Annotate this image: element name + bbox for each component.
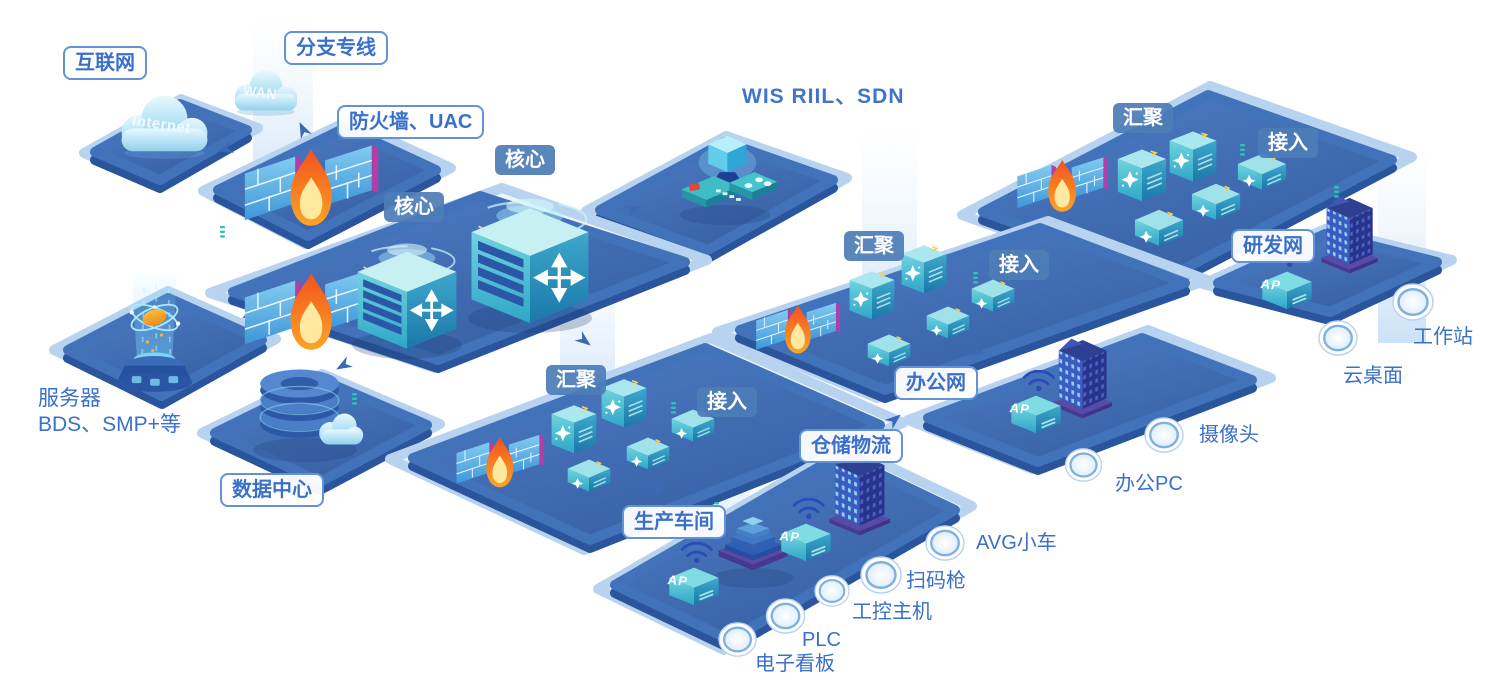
servers-label-line2: BDS、SMP+等	[38, 413, 181, 436]
ap-label: AP	[1259, 276, 1283, 293]
endpoint-ring-icon	[717, 621, 758, 658]
endpoint-label-avg: AVG小车	[976, 532, 1057, 554]
aggregation-switch-icon	[1116, 148, 1168, 203]
ellipsis-dots-icon	[1334, 186, 1339, 198]
agg-tag: 汇聚	[546, 365, 606, 395]
endpoint-label-kanban: 电子看板	[755, 653, 835, 675]
building-icon	[1321, 196, 1378, 274]
rnd-net-label: 研发网	[1231, 229, 1315, 263]
internet-label: 互联网	[63, 46, 147, 80]
endpoint-ring-icon	[1143, 416, 1185, 454]
endpoint-label-plc: PLC	[802, 629, 841, 651]
endpoint-ring-icon	[765, 597, 806, 635]
access-tag: 接入	[697, 387, 757, 417]
access-tag: 接入	[989, 250, 1049, 280]
endpoint-ring-icon	[1317, 319, 1359, 357]
aggregation-switch-icon	[848, 270, 896, 321]
core-tag: 核心	[495, 145, 555, 175]
ellipsis-dots-icon	[671, 402, 676, 414]
endpoint-label-ipc: 工控主机	[852, 601, 932, 623]
endpoint-label-workstation: 工作站	[1413, 326, 1473, 348]
ellipsis-dots-icon	[352, 393, 357, 405]
endpoint-label-office-pc: 办公PC	[1115, 473, 1183, 495]
endpoint-label-camera: 摄像头	[1199, 424, 1259, 446]
ellipsis-dots-icon	[220, 226, 225, 238]
ap-label: AP	[1008, 400, 1032, 417]
endpoint-label-cloud-desktop: 云桌面	[1343, 365, 1403, 387]
endpoint-ring-icon	[859, 555, 903, 595]
workshop-label: 生产车间	[622, 505, 726, 539]
endpoint-label-scanner: 扫码枪	[906, 570, 966, 592]
ap-label: AP	[666, 572, 690, 589]
devices	[116, 70, 1378, 607]
aggregation-switch-icon	[600, 378, 648, 429]
ap-label: AP	[778, 528, 802, 545]
branch-line-label: 分支专线	[284, 31, 388, 65]
agg-tag: 汇聚	[844, 231, 904, 261]
ellipsis-dots-icon	[1240, 144, 1245, 156]
building-icon	[829, 452, 890, 536]
endpoint-ring-icon	[924, 524, 966, 562]
firewall-uac-label: 防火墙、UAC	[337, 105, 485, 139]
warehouse-label: 仓储物流	[799, 429, 903, 463]
building-icon	[1053, 338, 1112, 419]
servers-label-line1: 服务器	[38, 387, 101, 410]
aggregation-switch-icon	[1168, 130, 1218, 183]
management-title: WIS RIIL、SDN	[742, 85, 905, 108]
aggregation-switch-icon	[550, 404, 598, 455]
endpoint-ring-icon	[1391, 282, 1435, 322]
access-tag: 接入	[1258, 128, 1318, 158]
datacenter-label: 数据中心	[220, 473, 324, 507]
core-tag: 核心	[384, 192, 444, 222]
agg-tag: 汇聚	[1113, 103, 1173, 133]
endpoint-ring-icon	[813, 574, 851, 608]
arrow-icon	[333, 356, 353, 375]
ellipsis-dots-icon	[973, 272, 978, 284]
aggregation-switch-icon	[900, 244, 948, 295]
office-net-label: 办公网	[894, 366, 978, 400]
endpoint-ring-icon	[1064, 447, 1103, 483]
